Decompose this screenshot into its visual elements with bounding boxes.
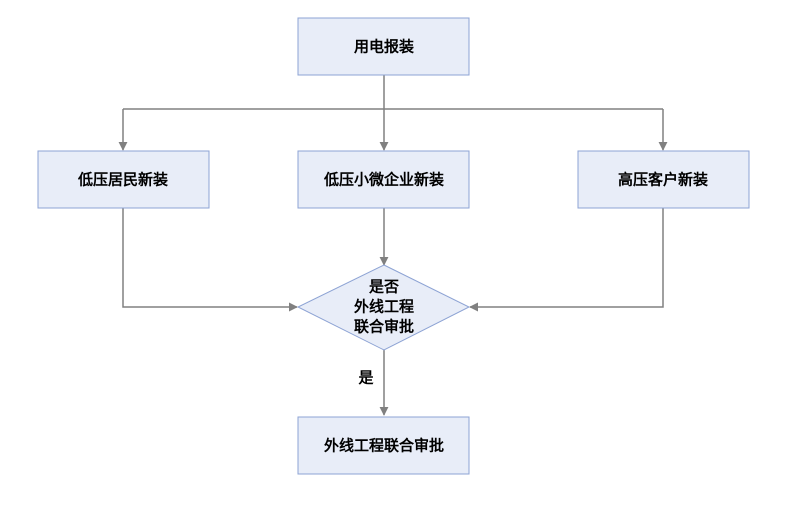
node-decision-label-line-3: 联合审批 (354, 318, 414, 336)
node-high-customer-box (577, 150, 750, 209)
node-start: 用电报装 (297, 17, 470, 76)
node-decision-label-line-1: 是否 (368, 278, 399, 296)
edge-yes-label: 是 (357, 369, 374, 387)
node-low-resident: 低压居民新装 (37, 150, 210, 209)
node-low-small-business-label: 低压小微企业新装 (323, 171, 445, 189)
node-start-label: 用电报装 (354, 38, 415, 56)
node-high-customer: 高压客户新装 (577, 150, 750, 209)
node-high-customer-label: 高压客户新装 (618, 171, 709, 189)
node-low-small-business-box (297, 150, 470, 209)
connectors (118, 75, 668, 416)
node-decision: 是否 外线工程 联合审批 (296, 264, 471, 351)
node-end-box (297, 416, 470, 475)
node-start-box (297, 17, 470, 76)
node-low-resident-box (37, 150, 210, 209)
node-low-small-business: 低压小微企业新装 (297, 150, 470, 209)
node-low-resident-label: 低压居民新装 (77, 171, 169, 189)
node-decision-diamond (296, 264, 471, 351)
arrow-low-resident-to-decision (122, 208, 298, 312)
arrow-high-customer-to-decision (469, 208, 664, 312)
node-end: 外线工程联合审批 (297, 416, 470, 475)
node-decision-label-line-2: 外线工程 (353, 298, 414, 316)
node-end-label: 外线工程联合审批 (323, 437, 444, 455)
